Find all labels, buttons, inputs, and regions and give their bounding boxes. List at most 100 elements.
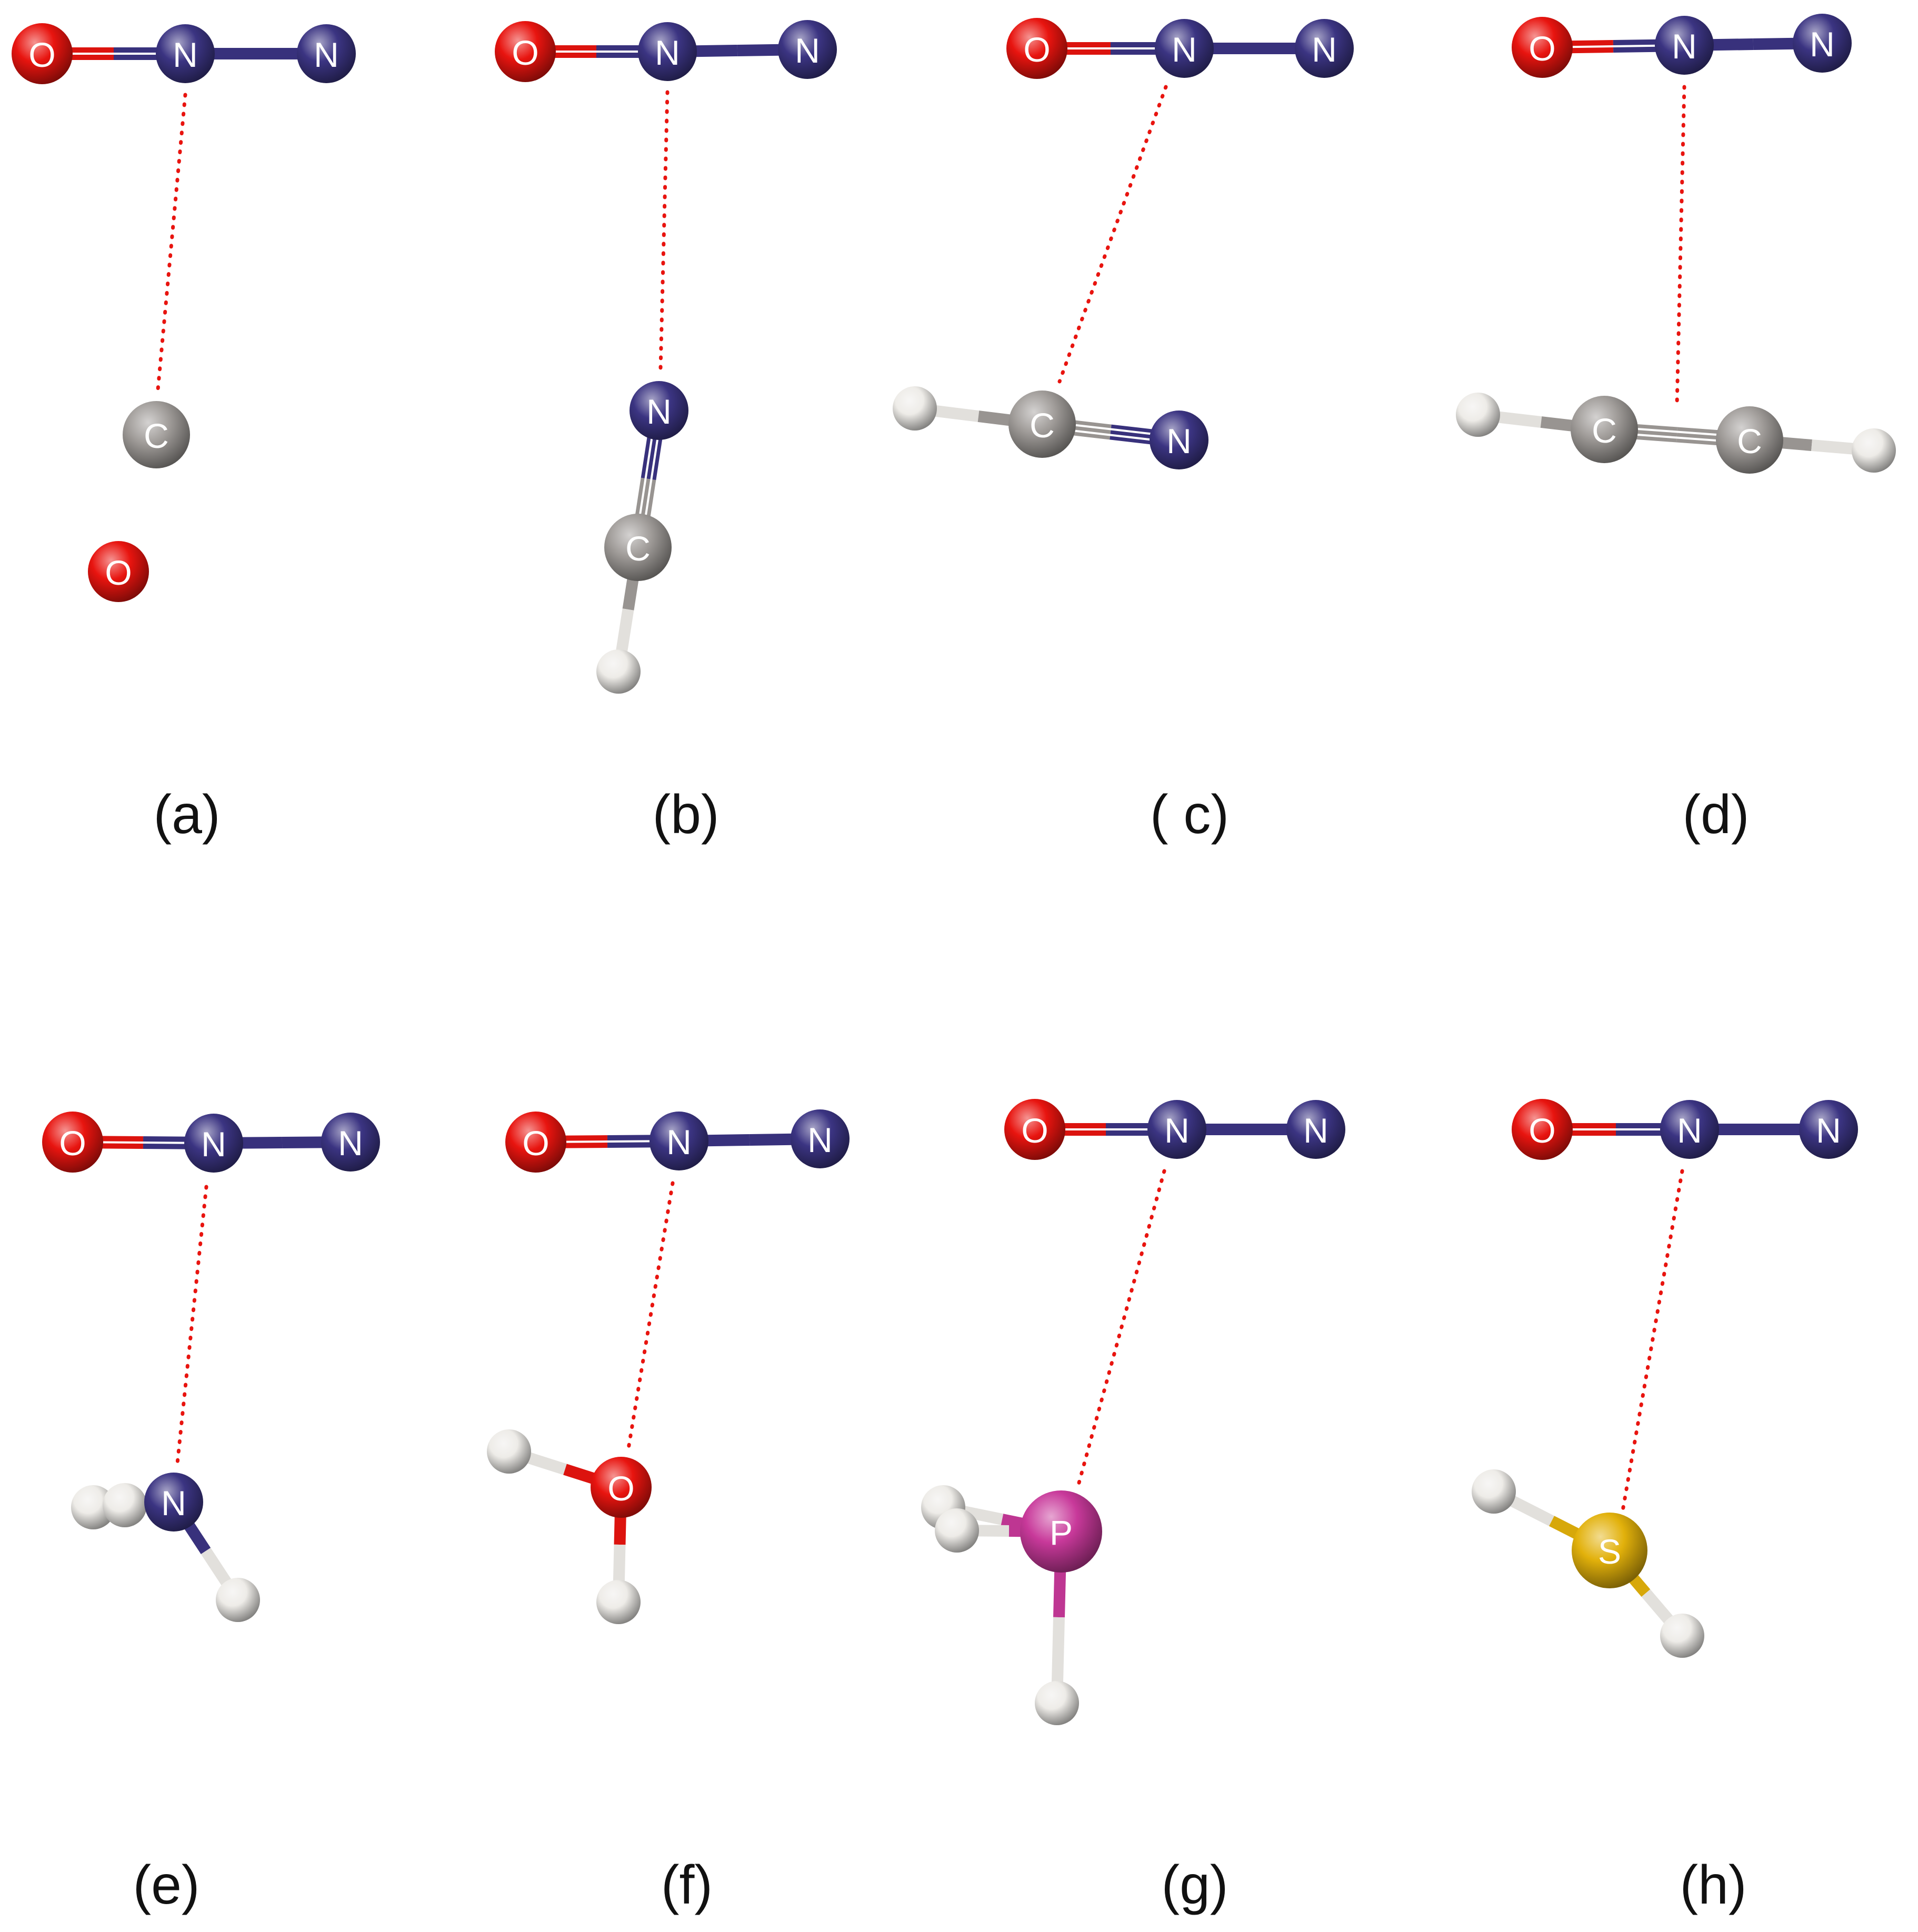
atom-sphere [297, 24, 356, 83]
atom-n: N [1655, 16, 1714, 75]
atom-sphere [495, 21, 556, 82]
atom-sphere [71, 1485, 115, 1529]
atom-label: O [28, 35, 55, 74]
atom-label: N [1312, 30, 1337, 69]
atom-label: O [1021, 1111, 1048, 1150]
atom-sphere [42, 1112, 103, 1173]
atom-o: O [591, 1457, 652, 1518]
atom-sphere [1852, 428, 1896, 473]
atom-o: O [1004, 1099, 1065, 1160]
atom-h [1456, 393, 1500, 437]
atom-label: C [625, 529, 651, 568]
atom-sphere [791, 1109, 850, 1168]
atom-h [596, 649, 641, 694]
atom-n: N [1150, 411, 1208, 469]
atom-sphere [1147, 1100, 1206, 1159]
atom-sphere [12, 23, 73, 84]
atom-label: N [173, 35, 198, 74]
atom-n: N [1799, 1100, 1858, 1159]
atom-h [935, 1508, 979, 1553]
atom-sphere [1512, 17, 1573, 78]
atom-sphere [1571, 396, 1638, 463]
atom-sphere [630, 381, 688, 440]
atom-sphere [1150, 411, 1208, 469]
atom-n: N [1286, 1100, 1345, 1159]
interaction-line [658, 90, 670, 371]
atom-sphere [487, 1429, 531, 1474]
atom-label: N [1816, 1111, 1841, 1150]
atom-sphere [778, 20, 837, 79]
atom-n: N [650, 1112, 708, 1170]
atom-o: O [42, 1112, 103, 1173]
atom-sphere [1155, 19, 1214, 78]
atom-label: C [144, 416, 169, 455]
atom-sphere [88, 541, 149, 602]
atom-sphere [144, 1473, 203, 1531]
atom-label: N [1677, 1111, 1702, 1150]
atom-p: P [1020, 1490, 1102, 1573]
atom-sphere [1793, 14, 1852, 73]
atom-n: N [1660, 1100, 1719, 1159]
atom-h [71, 1485, 115, 1529]
interaction-line [156, 93, 187, 392]
atom-sphere [1035, 1681, 1079, 1725]
atom-sphere [1660, 1614, 1704, 1658]
atom-label: N [314, 35, 339, 74]
atom-h [1660, 1614, 1704, 1658]
panel-g: O N N P (g) [921, 1099, 1345, 1916]
atom-label: N [338, 1124, 363, 1163]
bonds [72, 1136, 351, 1604]
atom-sphere [1286, 1100, 1345, 1159]
atom-sphere [321, 1113, 380, 1172]
atom-n: N [1295, 19, 1354, 78]
atom-h [103, 1483, 147, 1527]
atom-label: N [1303, 1111, 1328, 1150]
atom-c: C [1008, 391, 1076, 458]
atom-sphere [123, 401, 190, 468]
atom-sphere [1008, 391, 1076, 458]
atom-sphere [1660, 1100, 1719, 1159]
atom-label: N [201, 1125, 226, 1164]
interaction-line [1075, 1169, 1166, 1493]
interaction-line [626, 1181, 675, 1454]
atom-label: N [646, 392, 672, 431]
atom-sphere [1655, 16, 1714, 75]
atom-o: O [1512, 17, 1573, 78]
atom-sphere [638, 22, 697, 81]
atom-label: N [161, 1484, 186, 1523]
atom-label: C [1592, 411, 1617, 450]
interaction-line [1621, 1169, 1684, 1513]
bonds [914, 42, 1324, 448]
atom-label: N [1672, 27, 1697, 66]
atom-n: N [321, 1113, 380, 1172]
atom-sphere [1472, 1469, 1516, 1514]
atom-h [596, 1580, 641, 1624]
atom-label: N [807, 1120, 833, 1159]
atom-o: O [495, 21, 556, 82]
atom-o: O [1512, 1099, 1573, 1160]
interaction-line [1057, 85, 1168, 384]
panel-label: (g) [1161, 1855, 1228, 1916]
atom-o: O [12, 23, 73, 84]
atom-sphere [184, 1114, 243, 1173]
atom-n: N [791, 1109, 850, 1168]
atom-sphere [1799, 1100, 1858, 1159]
panel-label: (a) [153, 784, 220, 845]
atom-sphere [596, 1580, 641, 1624]
interaction-line [1675, 85, 1686, 407]
atom-sphere [650, 1112, 708, 1170]
atom-h [1472, 1469, 1516, 1514]
atom-sphere [1004, 1099, 1065, 1160]
atom-sphere [1020, 1490, 1102, 1573]
atom-h [1035, 1681, 1079, 1725]
atom-sphere [1006, 18, 1067, 79]
atom-label: N [1164, 1111, 1190, 1150]
atom-label: N [1810, 25, 1835, 64]
atom-c: C [1571, 396, 1638, 463]
